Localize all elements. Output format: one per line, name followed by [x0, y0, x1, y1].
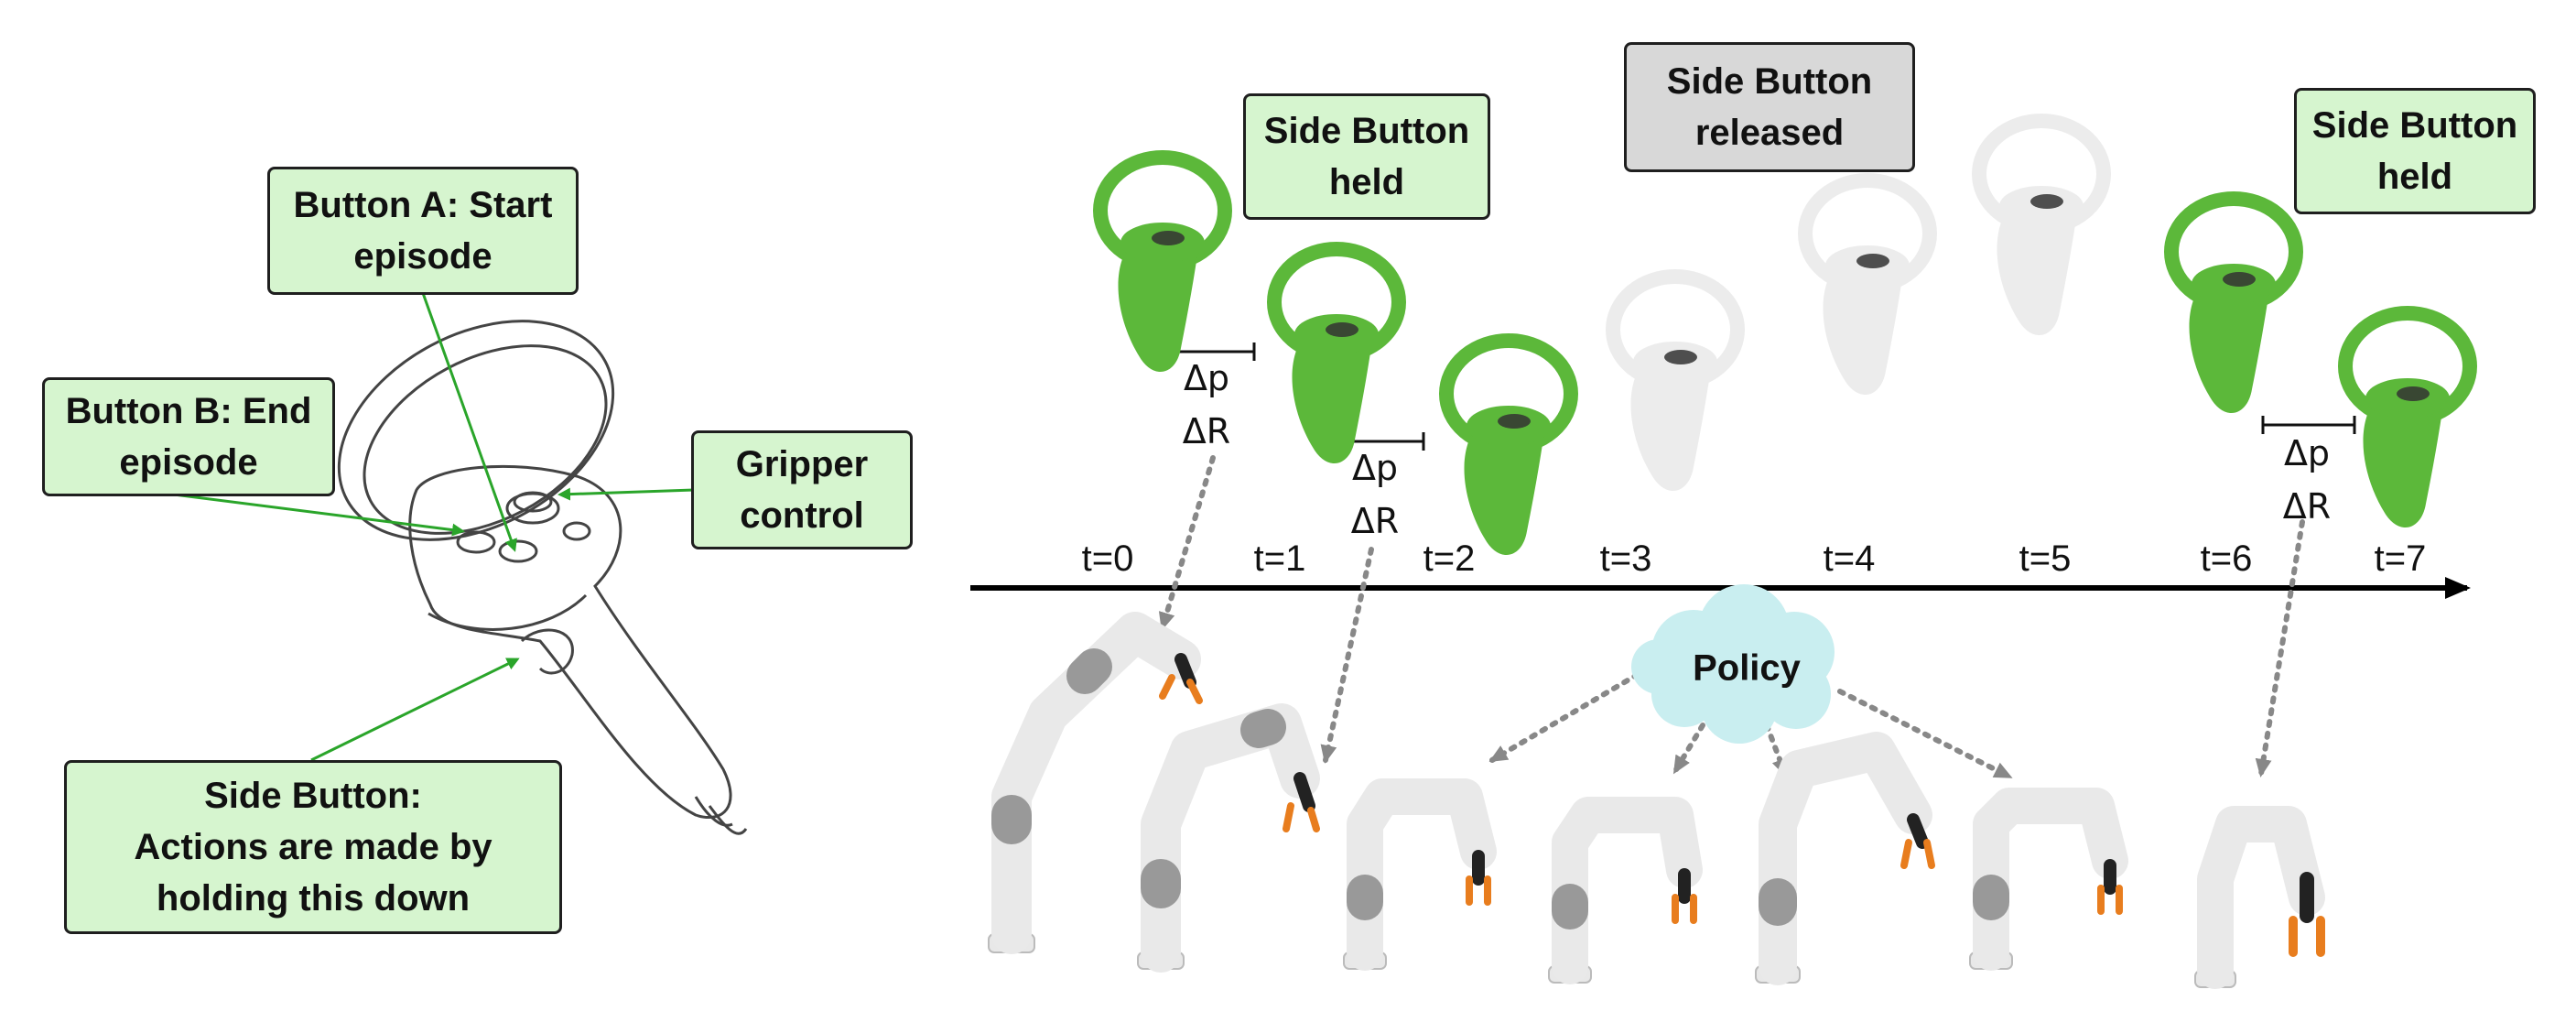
- side-button-released-label: Side Button released: [1624, 42, 1915, 172]
- released-text: Side Button released: [1666, 61, 1873, 153]
- vr-controller-icon: [2171, 199, 2296, 413]
- delta-label-1: Δp ΔR: [1182, 358, 1231, 451]
- vr-controller-icon: [1805, 180, 1930, 395]
- robot-arm-icon: [1755, 732, 1935, 985]
- side-button-label: Side Button: Actions are made by holding…: [134, 776, 492, 919]
- robot-arm-icon: [1548, 797, 1703, 984]
- button-a-callout: Button A: Start episode: [267, 167, 579, 295]
- vr-controller-icon: [1274, 249, 1399, 463]
- robot-sequence: [988, 612, 2325, 989]
- button-b-label: Button B: End episode: [65, 391, 312, 483]
- cloud-icon: [1631, 584, 1835, 744]
- tick-t7: t=7: [2374, 538, 2427, 579]
- button-a-label: Button A: Start episode: [293, 185, 553, 277]
- held-1-text: Side Button held: [1263, 111, 1470, 202]
- delta-label-3: Δp ΔR: [2282, 433, 2332, 527]
- delta-arrows: [1158, 455, 2305, 777]
- robot-arm-icon: [1137, 703, 1320, 973]
- tick-t5: t=5: [2019, 538, 2072, 579]
- policy-label: Policy: [1693, 647, 1801, 689]
- tick-t4: t=4: [1823, 538, 1876, 579]
- tick-t2: t=2: [1423, 538, 1476, 579]
- robot-arm-icon: [988, 612, 1203, 954]
- delta-label-2: Δp ΔR: [1350, 448, 1400, 541]
- held-2-text: Side Button held: [2311, 105, 2518, 197]
- tick-t6: t=6: [2200, 538, 2253, 579]
- robot-arm-icon: [2194, 806, 2325, 989]
- side-button-callout: Side Button: Actions are made by holding…: [64, 760, 562, 934]
- policy-arrows: [1488, 666, 2013, 779]
- vr-controller-icon: [1100, 158, 1225, 372]
- tick-t3: t=3: [1599, 538, 1652, 579]
- side-button-held-label-2: Side Button held: [2294, 88, 2536, 214]
- robot-arm-icon: [1969, 788, 2128, 971]
- vr-controller-icon: [2345, 313, 2470, 527]
- robot-arm-icon: [1343, 778, 1497, 971]
- gripper-label: Gripper control: [735, 444, 869, 536]
- leader-lines: [173, 292, 695, 762]
- vr-controller-icon: [1446, 341, 1571, 555]
- button-b-callout: Button B: End episode: [42, 377, 335, 496]
- tick-t0: t=0: [1081, 538, 1134, 579]
- tick-t1: t=1: [1253, 538, 1306, 579]
- gripper-callout: Gripper control: [691, 430, 913, 549]
- vr-controller-sketch: [337, 320, 748, 835]
- side-button-held-label-1: Side Button held: [1243, 93, 1490, 220]
- vr-controller-icon: [1613, 277, 1737, 491]
- vr-controller-icon: [1979, 121, 2104, 335]
